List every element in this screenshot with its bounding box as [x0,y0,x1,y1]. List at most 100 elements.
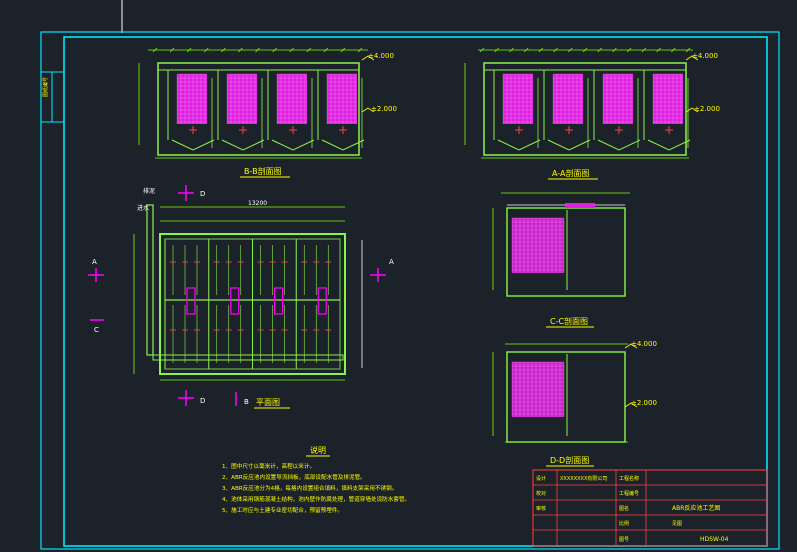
media-support-marker [273,287,284,315]
hopper [271,139,315,151]
dim-tick [612,47,617,53]
title-block-frame [532,469,768,547]
dim-tick [509,47,514,53]
dim-tick [538,47,544,53]
media-support-marker [186,287,196,315]
elev-mid-label: ±2.000 [694,105,720,113]
dim-tick [568,47,573,53]
elev-top-marker [361,55,375,61]
binding-strip: 图纸编号 [41,71,64,123]
note-item: 3、ABR反应池分为4格，每格内设置组合填料，填料支架采用不锈钢。 [222,484,397,492]
dim-tick [357,47,363,53]
title-block: 设计 XXXXXXXX有限公司 工程名称 校对 工程编号 审核 图名 ABR反应… [532,469,768,547]
overall-dim: 13200 [248,200,267,207]
note-item: 1、图中尺寸以毫米计，高程以米计。 [222,462,315,470]
section-label-d-bottom: D [200,397,205,405]
note-item: 5、施工时应与土建专业密切配合，预留预埋件。 [222,506,343,514]
section-bb-view: ±4.000 ±2.000 B-B剖面图 [138,47,397,178]
elev-top-label: ±4.000 [631,340,657,348]
hopper [171,139,215,151]
dim-tick [238,47,243,53]
notes-title: 说明 [310,445,326,455]
tb-drawing-no: HDSW-04 [700,536,729,543]
compartment-group [493,70,691,151]
elev-mid-marker [361,107,375,113]
inner-frame [63,36,768,547]
inlet-pipe [146,204,154,356]
media-block [227,74,257,124]
dim-tick [671,47,676,53]
dim-ticks [152,47,363,53]
plan-view: 排泥 进水 13200 平面图 [133,187,363,409]
tb-checker-label: 校对 [536,490,546,497]
view-title-dd: D-D剖面图 [550,455,589,465]
dim-tick [152,47,158,53]
tb-drawing-no-label: 图号 [619,537,629,543]
section-label-b: B [244,398,249,406]
hopper [221,139,265,151]
tank-outline [157,62,360,156]
notes-block: 说明 1、图中尺寸以毫米计，高程以米计。 2、ABR反应池内设置导流挡板，底部设… [222,445,410,514]
tb-drawing-name: ABR反应池工艺图 [672,504,720,512]
dim-tick [221,47,226,53]
tb-drawing-name-label: 图名 [619,505,629,512]
media-block [503,74,533,124]
media-block [177,74,207,124]
section-label-d-top: D [200,190,205,198]
elev-top-label: ±4.000 [368,52,394,60]
media-grid [511,361,565,417]
dim-tick [289,47,294,53]
dim-tick [306,47,312,53]
hopper [321,139,365,151]
elev-top-label: ±4.000 [692,52,718,60]
media-grid [511,217,565,273]
tb-company: XXXXXXXX有限公司 [560,475,607,482]
media-block [327,74,357,124]
plan-tank-outline [159,233,346,375]
dim-tick [255,47,260,53]
elev-top-marker [685,55,699,61]
dim-tick [323,47,329,53]
section-aa-view: ±4.000 ±2.000 A-A剖面图 [464,47,720,180]
hopper [597,139,641,151]
elev-mid-label: ±2.000 [631,399,657,407]
dim-tick [479,47,485,53]
media-block [603,74,633,124]
drain-label: 排泥 [143,187,155,195]
section-label-c: C [94,326,99,334]
hopper [547,139,591,151]
tb-approver-label: 审核 [536,505,546,512]
compartment-group [167,70,365,151]
media-block [277,74,307,124]
dim-tick [203,47,209,53]
dim-tick [641,47,647,53]
section-dd-view: ±4.000 ±2.000 D-D剖面图 [492,340,657,467]
dim-ticks [479,47,691,53]
dim-tick [685,47,691,53]
section-markers: A A C D D B [88,185,394,406]
dim-tick [186,47,192,53]
bottom-pipe [152,354,344,361]
elev-mid-marker [685,107,699,113]
dim-tick [340,47,346,53]
outer-frame [40,31,780,550]
dim-tick [626,47,632,53]
view-title-plan: 平面图 [256,398,280,407]
section-label-a-right: A [389,258,394,266]
elev-top-marker [624,343,638,349]
dim-tick [553,47,558,53]
view-title-cc: C-C剖面图 [550,316,588,326]
media-support-marker [317,287,327,315]
dim-tick [523,47,529,53]
dim-tick [272,47,277,53]
media-block [653,74,683,124]
elev-mid-label: ±2.000 [371,105,397,113]
elev-mid-marker [624,402,638,408]
media-block [512,362,564,417]
media-support-marker [230,287,240,315]
tank-outline [483,62,687,156]
section-cc-view: C-C剖面图 [492,192,630,328]
plan-compartments [164,239,332,369]
media-block [512,218,564,273]
media-block [553,74,583,124]
